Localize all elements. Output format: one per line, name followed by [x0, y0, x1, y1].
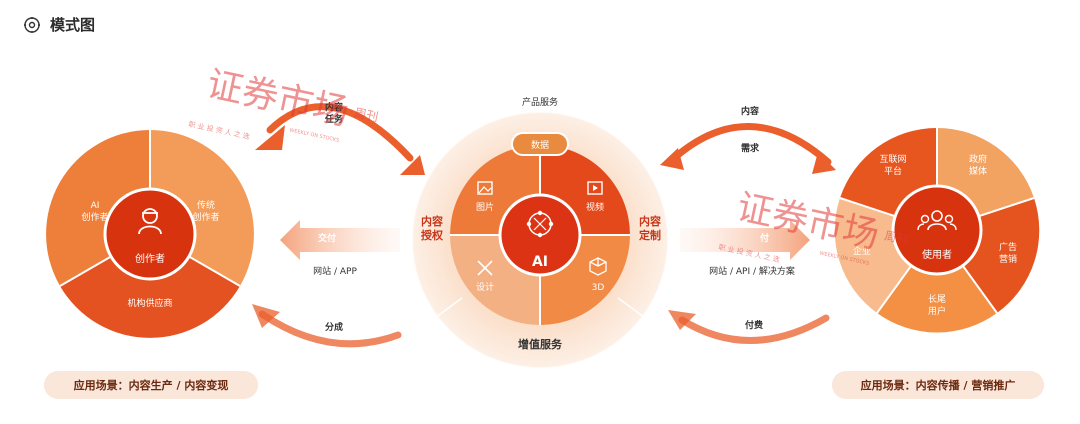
cube-3d-icon — [589, 257, 607, 276]
ai-core-label: AI — [532, 254, 548, 270]
center-left-label: 内容授权 — [421, 214, 444, 242]
flow-band-delivery — [280, 220, 400, 260]
item-3d-label: 3D — [592, 283, 605, 293]
watermark-left-small: 周刊 — [353, 106, 379, 125]
left-core — [103, 187, 197, 281]
right-core — [891, 184, 983, 276]
segment-institution-supplier — [60, 234, 240, 338]
left-flows: 内容任务 交付 网站 / APP 分成 — [252, 101, 425, 348]
center-right-label: 内容定制 — [639, 214, 661, 242]
design-tools-icon — [477, 260, 493, 276]
center-circle: 产品服务 数据 AI 图片 视频 设计 — [411, 92, 669, 369]
right-core-label: 使用者 — [922, 248, 952, 261]
flow-arrow-fee — [678, 314, 830, 344]
flow-label-revenue-share: 分成 — [325, 321, 343, 333]
product-service-label-bg — [508, 92, 572, 110]
right-segment-longtail: 长尾用户 — [928, 293, 946, 317]
flow-label-content-task: 内容任务 — [324, 101, 344, 125]
users-icon — [917, 210, 957, 231]
watermark-right-small: 周刊 — [883, 229, 909, 248]
flow-label-content: 内容 — [741, 105, 759, 117]
flow-label-pay-sub: 网站 / API / 解决方案 — [709, 265, 795, 277]
right-segment-enterprise: 企业 — [853, 245, 871, 257]
left-core-label: 创作者 — [135, 252, 165, 265]
lightbulb-gear-icon — [24, 16, 40, 33]
right-segment-ad: 广告营销 — [999, 241, 1017, 265]
right-flows: 内容 需求 付 网站 / API / 解决方案 付费 — [660, 105, 836, 344]
image-icon — [477, 181, 493, 195]
flow-arrow-content-task — [266, 103, 414, 162]
right-segment-government: 政府媒体 — [969, 153, 987, 177]
video-icon — [587, 181, 603, 195]
person-icon — [138, 208, 162, 235]
left-segment-institution: 机构供应商 — [127, 297, 172, 309]
right-segment-internet: 互联网平台 — [879, 154, 906, 177]
left-segment-traditional: 传统创作者 — [192, 199, 219, 223]
right-circle: 使用者 互联网平台 政府媒体 广告营销 长尾用户 企业 — [834, 127, 1040, 333]
flow-arrow-demand — [668, 123, 832, 166]
data-badge-label: 数据 — [531, 139, 549, 151]
flow-label-delivery: 交付 — [318, 232, 336, 244]
scenario-left-pill: 应用场景：内容生产 / 内容变现 — [44, 371, 258, 399]
item-image-label: 图片 — [476, 201, 494, 213]
watermark-left-motto: 职 业 投 资 人 之 选 — [188, 119, 251, 141]
flow-band-payment — [680, 220, 810, 260]
network-icon — [526, 210, 554, 238]
page-title: 模式图 — [50, 16, 96, 34]
flow-label-demand: 需求 — [741, 142, 760, 154]
segment-long-tail-users — [877, 230, 997, 333]
scenario-right-pill: 应用场景：内容传播 / 营销推广 — [832, 371, 1044, 399]
center-top-label: 产品服务 — [522, 96, 558, 108]
flow-label-delivery-sub: 网站 / APP — [313, 265, 357, 277]
header: 模式图 — [22, 14, 95, 35]
data-badge — [511, 132, 569, 156]
item-design-label: 设计 — [476, 281, 494, 293]
flow-label-fee: 付费 — [745, 319, 763, 331]
flow-arrow-revenue-share — [258, 310, 402, 348]
item-video-label: 视频 — [586, 201, 604, 213]
center-bottom-label: 增值服务 — [518, 337, 563, 351]
flow-label-pay: 付 — [760, 232, 769, 244]
